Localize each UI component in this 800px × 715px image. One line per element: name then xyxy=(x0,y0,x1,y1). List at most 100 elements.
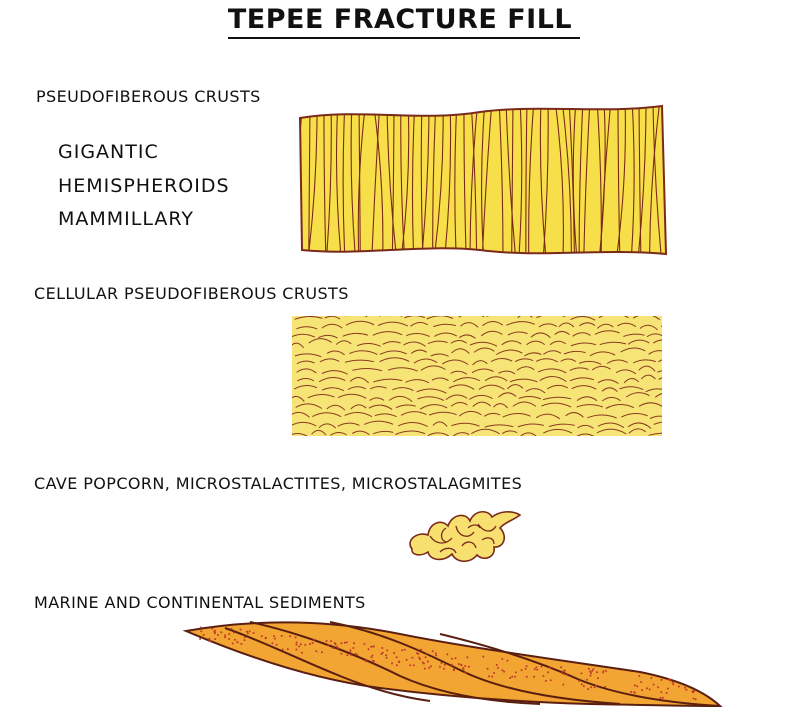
cell-wall-stroke xyxy=(345,316,347,317)
cell-wall-stroke xyxy=(321,370,348,375)
sediment-grain-dot xyxy=(246,632,249,635)
cell-wall-stroke xyxy=(296,360,315,365)
crust-fiber-line xyxy=(554,106,564,254)
sediment-grain-dot xyxy=(380,653,383,655)
cell-wall-stroke xyxy=(648,350,662,355)
cell-wall-stroke xyxy=(516,366,535,371)
sediment-grain-dot xyxy=(243,639,246,642)
crust-fiber-line xyxy=(470,106,478,254)
cell-wall-stroke xyxy=(308,338,333,344)
cell-wall-stroke xyxy=(501,430,518,435)
sediment-grain-dot xyxy=(443,667,445,670)
crust-fiber-line xyxy=(615,106,626,254)
cell-wall-stroke xyxy=(543,428,573,434)
sediment-grain-dot xyxy=(336,647,339,649)
crust-fiber-line xyxy=(469,106,479,254)
crust-fiber-line xyxy=(335,106,343,254)
sediment-grain-dot xyxy=(684,686,686,689)
crust-fiber-line xyxy=(296,100,297,262)
cell-wall-stroke xyxy=(365,316,381,318)
sediment-grain-dot xyxy=(349,649,352,652)
sediment-grain-dot xyxy=(641,689,643,692)
cell-wall-stroke xyxy=(493,403,508,409)
sediment-grain-dot xyxy=(495,663,498,666)
cell-wall-stroke xyxy=(537,368,567,374)
crust-fiber-line xyxy=(372,106,384,254)
sediment-grain-dot xyxy=(514,671,517,674)
sediment-grain-dot xyxy=(403,648,406,651)
sediment-grain-dot xyxy=(208,637,211,640)
sediment-grain-dot xyxy=(429,665,432,668)
sediment-grain-dot xyxy=(665,691,668,694)
cell-wall-stroke xyxy=(541,402,572,408)
sediment-grain-dot xyxy=(640,681,643,683)
cell-wall-stroke xyxy=(431,377,449,382)
crust-fiber-line xyxy=(443,106,452,254)
sediment-grain-dot xyxy=(275,643,278,646)
sediment-grain-dot xyxy=(231,642,234,645)
sediment-grain-dot xyxy=(395,664,398,667)
cell-wall-stroke xyxy=(352,368,383,372)
cell-wall-stroke xyxy=(335,340,352,345)
diagram-title: TEPEE FRACTURE FILL xyxy=(227,4,573,35)
cell-wall-stroke xyxy=(469,341,498,347)
sediment-grain-dot xyxy=(299,643,302,646)
cell-wall-stroke xyxy=(292,395,305,402)
sediment-grain-dot xyxy=(428,666,431,669)
sediment-grain-dot xyxy=(213,629,216,632)
sediment-grain-dot xyxy=(211,627,214,630)
label-cave-popcorn: CAVE POPCORN, MICROSTALACTITES, MICROSTA… xyxy=(34,474,523,493)
sediment-grain-dot xyxy=(582,685,585,688)
cell-wall-stroke xyxy=(294,353,322,358)
cell-wall-stroke xyxy=(416,388,447,394)
cell-wall-stroke xyxy=(576,396,598,402)
sediment-grain-dot xyxy=(372,645,375,648)
sediment-grain-dot xyxy=(295,641,298,644)
cell-wall-stroke xyxy=(369,397,385,401)
sediment-grain-dot xyxy=(577,679,580,682)
crust-fiber-line xyxy=(411,106,416,254)
cell-wall-stroke xyxy=(379,350,407,355)
cell-wall-stroke xyxy=(623,333,645,337)
sediment-grain-dot xyxy=(592,668,595,671)
sediment-grain-dot xyxy=(439,665,441,668)
crust-fiber-line xyxy=(599,106,612,254)
sediment-grain-dot xyxy=(630,690,633,693)
crust-fiber-line xyxy=(667,100,672,262)
sediment-lenses xyxy=(182,621,723,708)
sediment-grain-dot xyxy=(548,666,551,669)
cell-wall-stroke xyxy=(417,396,445,401)
cell-wall-stroke xyxy=(450,340,467,344)
crust-fiber-line xyxy=(400,106,410,254)
cell-wall-stroke xyxy=(526,340,546,346)
sediment-grain-dot xyxy=(393,652,396,655)
cell-wall-stroke xyxy=(292,421,317,427)
cell-wall-stroke xyxy=(441,359,469,365)
cell-wall-stroke xyxy=(486,316,490,317)
sediment-grain-dot xyxy=(340,652,343,655)
sediment-grain-dot xyxy=(224,636,226,639)
crust-fiber-line xyxy=(648,106,661,254)
cell-wall-stroke xyxy=(458,334,476,339)
sediment-grain-dot xyxy=(590,672,592,675)
sediment-grain-dot xyxy=(509,677,512,679)
sediment-grain-dot xyxy=(685,688,688,691)
sediment-grain-dot xyxy=(580,683,583,686)
sediment-grain-dot xyxy=(295,643,298,646)
cell-wall-stroke xyxy=(419,404,448,410)
cell-wall-stroke xyxy=(539,376,567,383)
sediment-grain-dot xyxy=(497,666,499,669)
sediment-grain-dot xyxy=(311,642,314,644)
sediment-grain-dot xyxy=(289,635,292,638)
cell-wall-stroke xyxy=(501,340,522,346)
cell-wall-stroke xyxy=(404,316,425,319)
cell-wall-stroke xyxy=(490,358,513,363)
cell-wall-stroke xyxy=(619,386,644,391)
cell-wall-stroke xyxy=(434,332,458,337)
sediment-grain-dot xyxy=(589,670,592,673)
cell-wall-stroke xyxy=(403,341,426,347)
cell-wall-stroke xyxy=(410,322,428,327)
cell-wall-stroke xyxy=(627,422,652,429)
cell-wall-stroke xyxy=(321,323,343,329)
